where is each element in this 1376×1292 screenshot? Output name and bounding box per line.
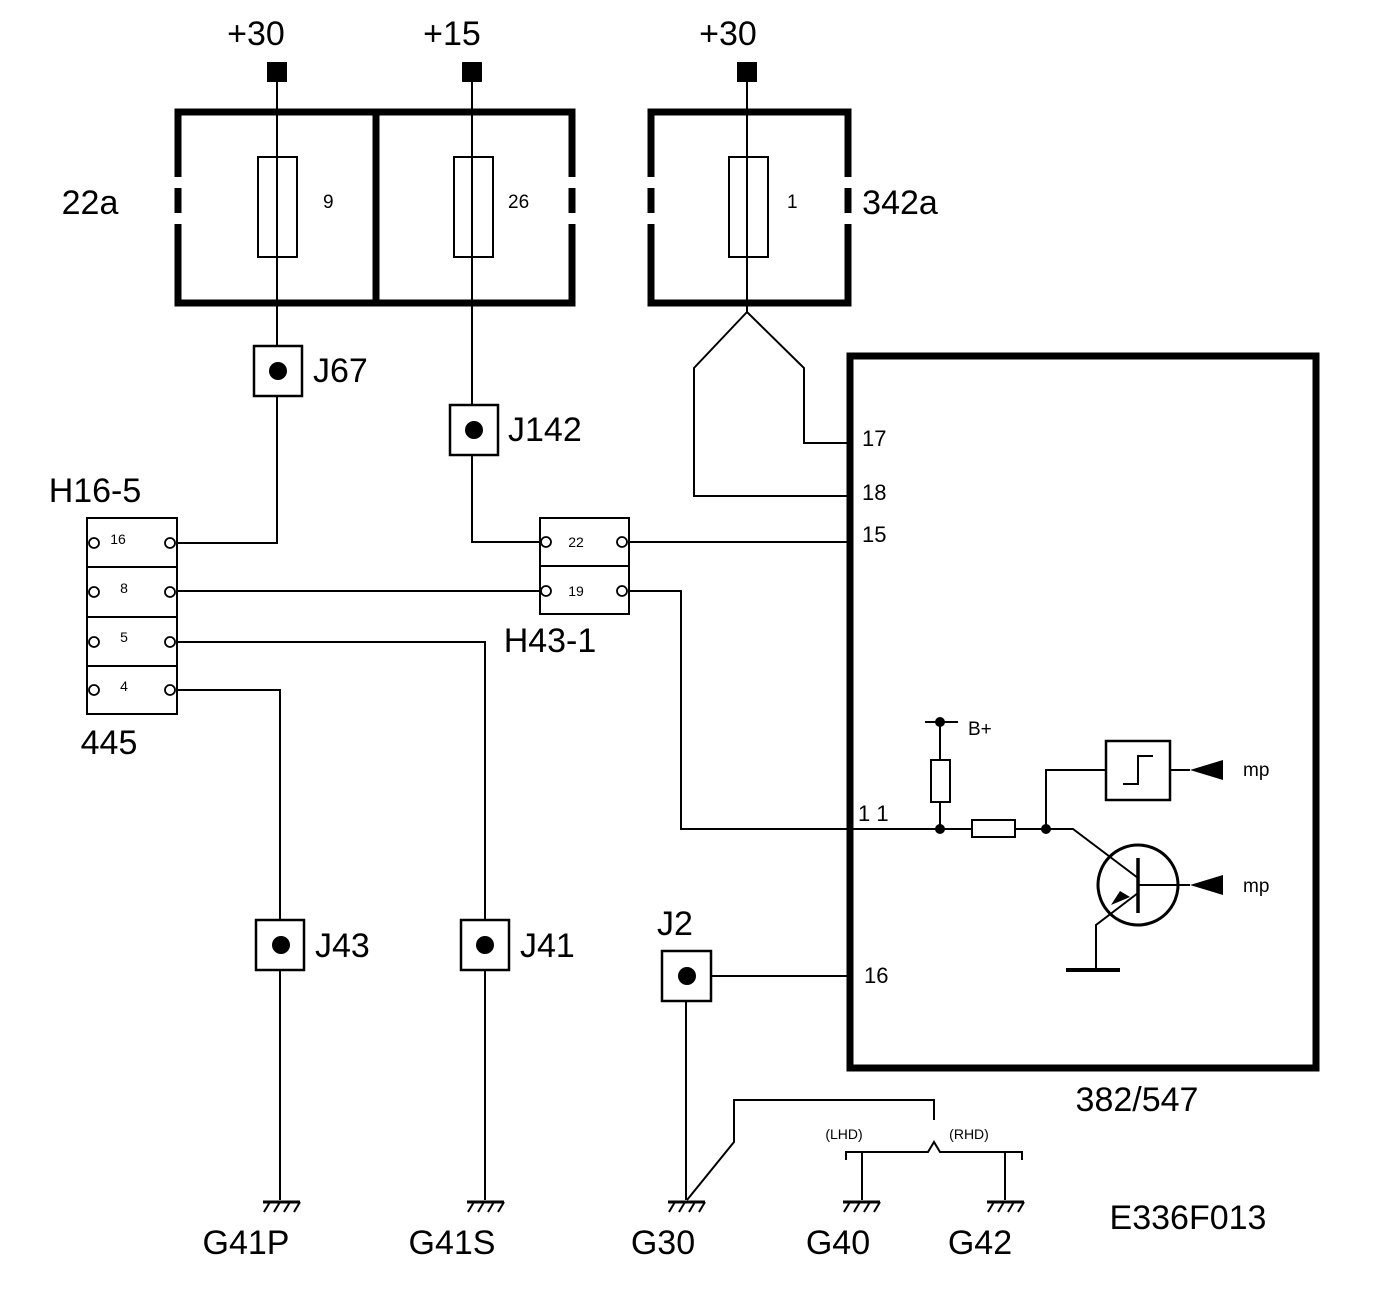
mp-label: mp <box>1243 760 1269 781</box>
ground-label: G42 <box>948 1224 1012 1262</box>
junction-j2: J2 <box>657 905 713 1003</box>
module-label: 382/547 <box>1076 1081 1199 1119</box>
module-pin-17: 17 <box>862 426 886 451</box>
output-arrow-icon <box>1190 760 1223 780</box>
mp-label: mp <box>1243 876 1269 897</box>
fuse-number: 1 <box>787 192 798 213</box>
connector-title: H43-1 <box>504 622 597 660</box>
ground-g41p: G41P <box>203 1200 301 1262</box>
connector-pin-label: 4 <box>120 678 128 694</box>
junction-label: J41 <box>520 927 575 965</box>
connector-pin-label: 16 <box>110 531 126 547</box>
junction-j67: J67 <box>252 344 368 398</box>
junction-j142: J142 <box>448 403 582 457</box>
ground-label: G30 <box>631 1224 695 1262</box>
bplus-label: B+ <box>968 719 992 740</box>
fuse-box-342a: 342a <box>647 108 938 307</box>
connector-h43-1: 22 19 H43-1 <box>504 517 630 660</box>
module-pin-15: 15 <box>862 522 886 547</box>
junction-j41: J41 <box>459 918 575 972</box>
supply-label: +30 <box>699 15 757 53</box>
wires <box>177 82 1023 1201</box>
input-arrow-icon <box>1190 875 1223 895</box>
series-resistor <box>971 819 1016 838</box>
supply-label: +30 <box>227 15 285 53</box>
supply-label: +15 <box>423 15 481 53</box>
module-pin-11: 1 1 <box>858 801 889 826</box>
fuse-number: 9 <box>323 192 334 213</box>
fuse-9: 9 <box>257 156 334 258</box>
supply-terminal-15: +15 <box>423 15 482 82</box>
ground-label: G41P <box>203 1224 290 1262</box>
fuse-box-label: 342a <box>862 184 938 222</box>
control-module-382-547: 17 18 15 1 1 16 382/547 B+ mp mp <box>846 352 1320 1119</box>
fuse-box-label: 22a <box>62 184 119 222</box>
supply-terminal-30-right: +30 <box>699 15 757 82</box>
connector-h16-5: 16 8 5 4 H16-5 445 <box>49 472 178 762</box>
fuse-1: 1 <box>728 156 798 258</box>
connector-title: H16-5 <box>49 472 142 510</box>
rhd-label: (RHD) <box>949 1126 989 1142</box>
connector-number: 445 <box>81 724 138 762</box>
lhd-label: (LHD) <box>825 1126 862 1142</box>
fuse-number: 26 <box>508 192 529 213</box>
connector-pin-label: 8 <box>120 580 128 596</box>
junction-label: J2 <box>657 905 693 943</box>
ground-g42: G42 <box>948 1200 1025 1262</box>
pullup-resistor <box>930 759 951 803</box>
ground-g40: G40 <box>806 1200 881 1262</box>
ground-label: G41S <box>409 1224 496 1262</box>
input-node <box>935 824 945 834</box>
connector-pin-label: 19 <box>568 583 584 599</box>
fuse-26: 26 <box>453 156 529 258</box>
diagram-code: E336F013 <box>1110 1199 1267 1237</box>
ground-g30: G30 <box>631 1200 706 1262</box>
connector-pin-label: 5 <box>120 629 128 645</box>
connector-pin-label: 22 <box>568 534 584 550</box>
junction-label: J67 <box>313 352 368 390</box>
junction-label: J142 <box>508 411 582 449</box>
ground-label: G40 <box>806 1224 870 1262</box>
module-pin-16: 16 <box>864 963 888 988</box>
ground-g41s: G41S <box>409 1200 505 1262</box>
fuse-box-22a: 22a <box>62 108 576 307</box>
supply-terminal-30-left: +30 <box>227 15 287 82</box>
junction-j43: J43 <box>254 918 370 972</box>
module-pin-18: 18 <box>862 480 886 505</box>
junction-label: J43 <box>315 927 370 965</box>
